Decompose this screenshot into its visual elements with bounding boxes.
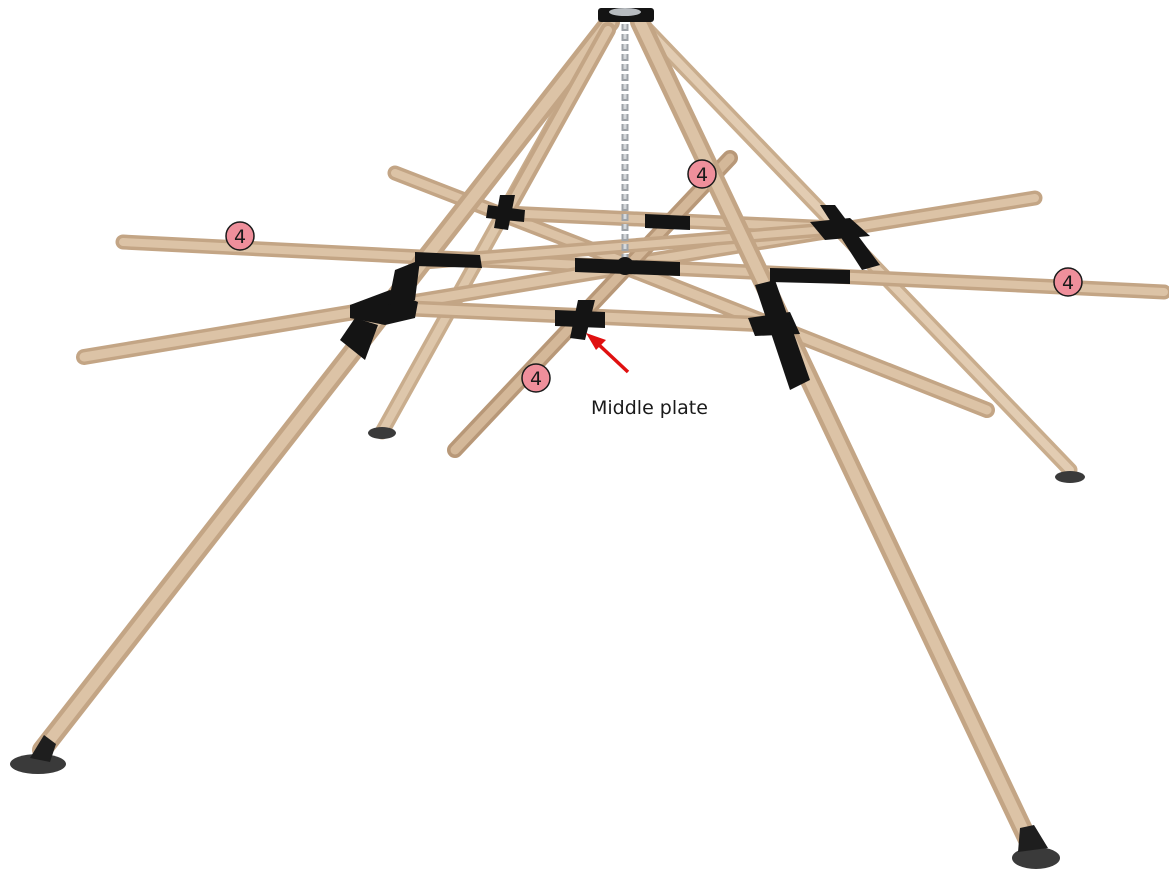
base-plate-back-right <box>1055 471 1085 483</box>
inner-leg-left <box>497 22 616 223</box>
callout-left-beam: 4 <box>225 221 255 251</box>
connector-right-upper <box>810 205 880 270</box>
connector-right-joint <box>748 280 810 390</box>
connector-left-upper <box>415 252 482 268</box>
callout-top-beam: 4 <box>687 159 717 189</box>
callout-front-beam-number: 4 <box>530 368 542 390</box>
middle-plate-arrow <box>586 333 630 374</box>
front-leg-right <box>630 12 1038 850</box>
callout-right-beam: 4 <box>1053 267 1083 297</box>
beam-right-front <box>617 259 995 418</box>
middle-plate <box>555 300 605 340</box>
callout-top-beam-number: 4 <box>696 164 708 186</box>
front-leg-left <box>32 12 620 760</box>
connector-center-hub <box>575 257 680 276</box>
connector-back-middle <box>645 214 690 230</box>
beam-left-long <box>115 234 648 276</box>
connector-right-middle <box>770 268 850 284</box>
base-plate-front-left <box>10 735 66 774</box>
callout-right-beam-number: 4 <box>1062 272 1074 294</box>
top-hub <box>598 8 654 22</box>
callout-front-beam: 4 <box>521 363 551 393</box>
callout-left-beam-number: 4 <box>234 226 246 248</box>
base-plate-back-left <box>368 427 396 439</box>
middle-plate-label: Middle plate <box>591 397 708 419</box>
base-plate-front-right <box>1012 825 1060 869</box>
beam-side-left <box>423 221 852 269</box>
connector-back-left <box>486 195 525 230</box>
connector-left-joint <box>340 260 420 360</box>
